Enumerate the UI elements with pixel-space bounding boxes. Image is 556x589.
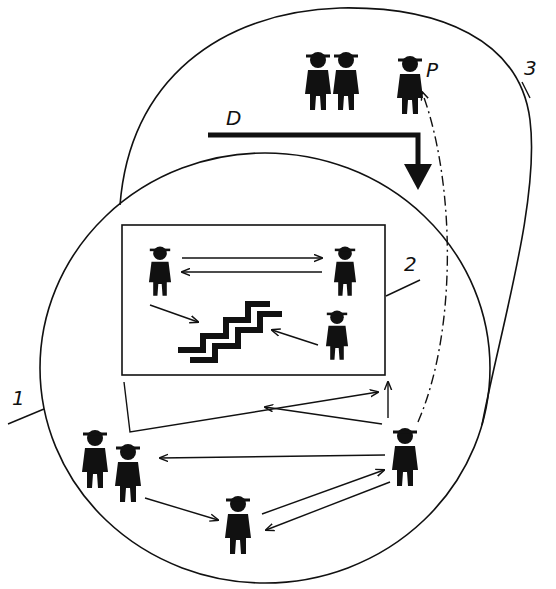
interaction-arrow <box>272 330 318 345</box>
callout-number: 2 <box>404 254 417 274</box>
interaction-arrow <box>150 305 198 322</box>
person-figure <box>82 430 108 488</box>
role-letter: P <box>426 60 438 80</box>
region-outline <box>120 8 532 425</box>
leader-line <box>8 409 44 424</box>
interaction-arrow <box>182 271 322 272</box>
person-figure <box>326 311 348 360</box>
person-figure <box>149 247 171 296</box>
directive-arrow <box>208 135 418 168</box>
person-figure <box>392 428 418 486</box>
person-figure <box>397 56 423 114</box>
bracket-line <box>124 382 378 432</box>
bracket-line <box>387 382 388 418</box>
person-figure <box>333 52 359 110</box>
interaction-arrow <box>266 482 390 530</box>
arrow-head <box>404 164 432 190</box>
person-figure <box>225 496 251 554</box>
group-box <box>122 225 385 375</box>
interaction-arrow <box>160 455 385 458</box>
person-figure <box>334 247 356 296</box>
interaction-arrow <box>265 407 382 424</box>
leader-line <box>522 82 530 98</box>
region-outline <box>40 153 490 583</box>
interaction-arrow <box>182 257 322 258</box>
person-figure <box>305 52 331 110</box>
leader-line <box>386 280 420 296</box>
interaction-arrow <box>145 498 218 520</box>
person-figure <box>115 444 141 502</box>
stairs-object <box>190 314 282 360</box>
callout-number: 1 <box>12 388 25 408</box>
role-letter: D <box>226 108 241 128</box>
feedback-arrow <box>418 92 447 422</box>
callout-number: 3 <box>524 58 537 78</box>
